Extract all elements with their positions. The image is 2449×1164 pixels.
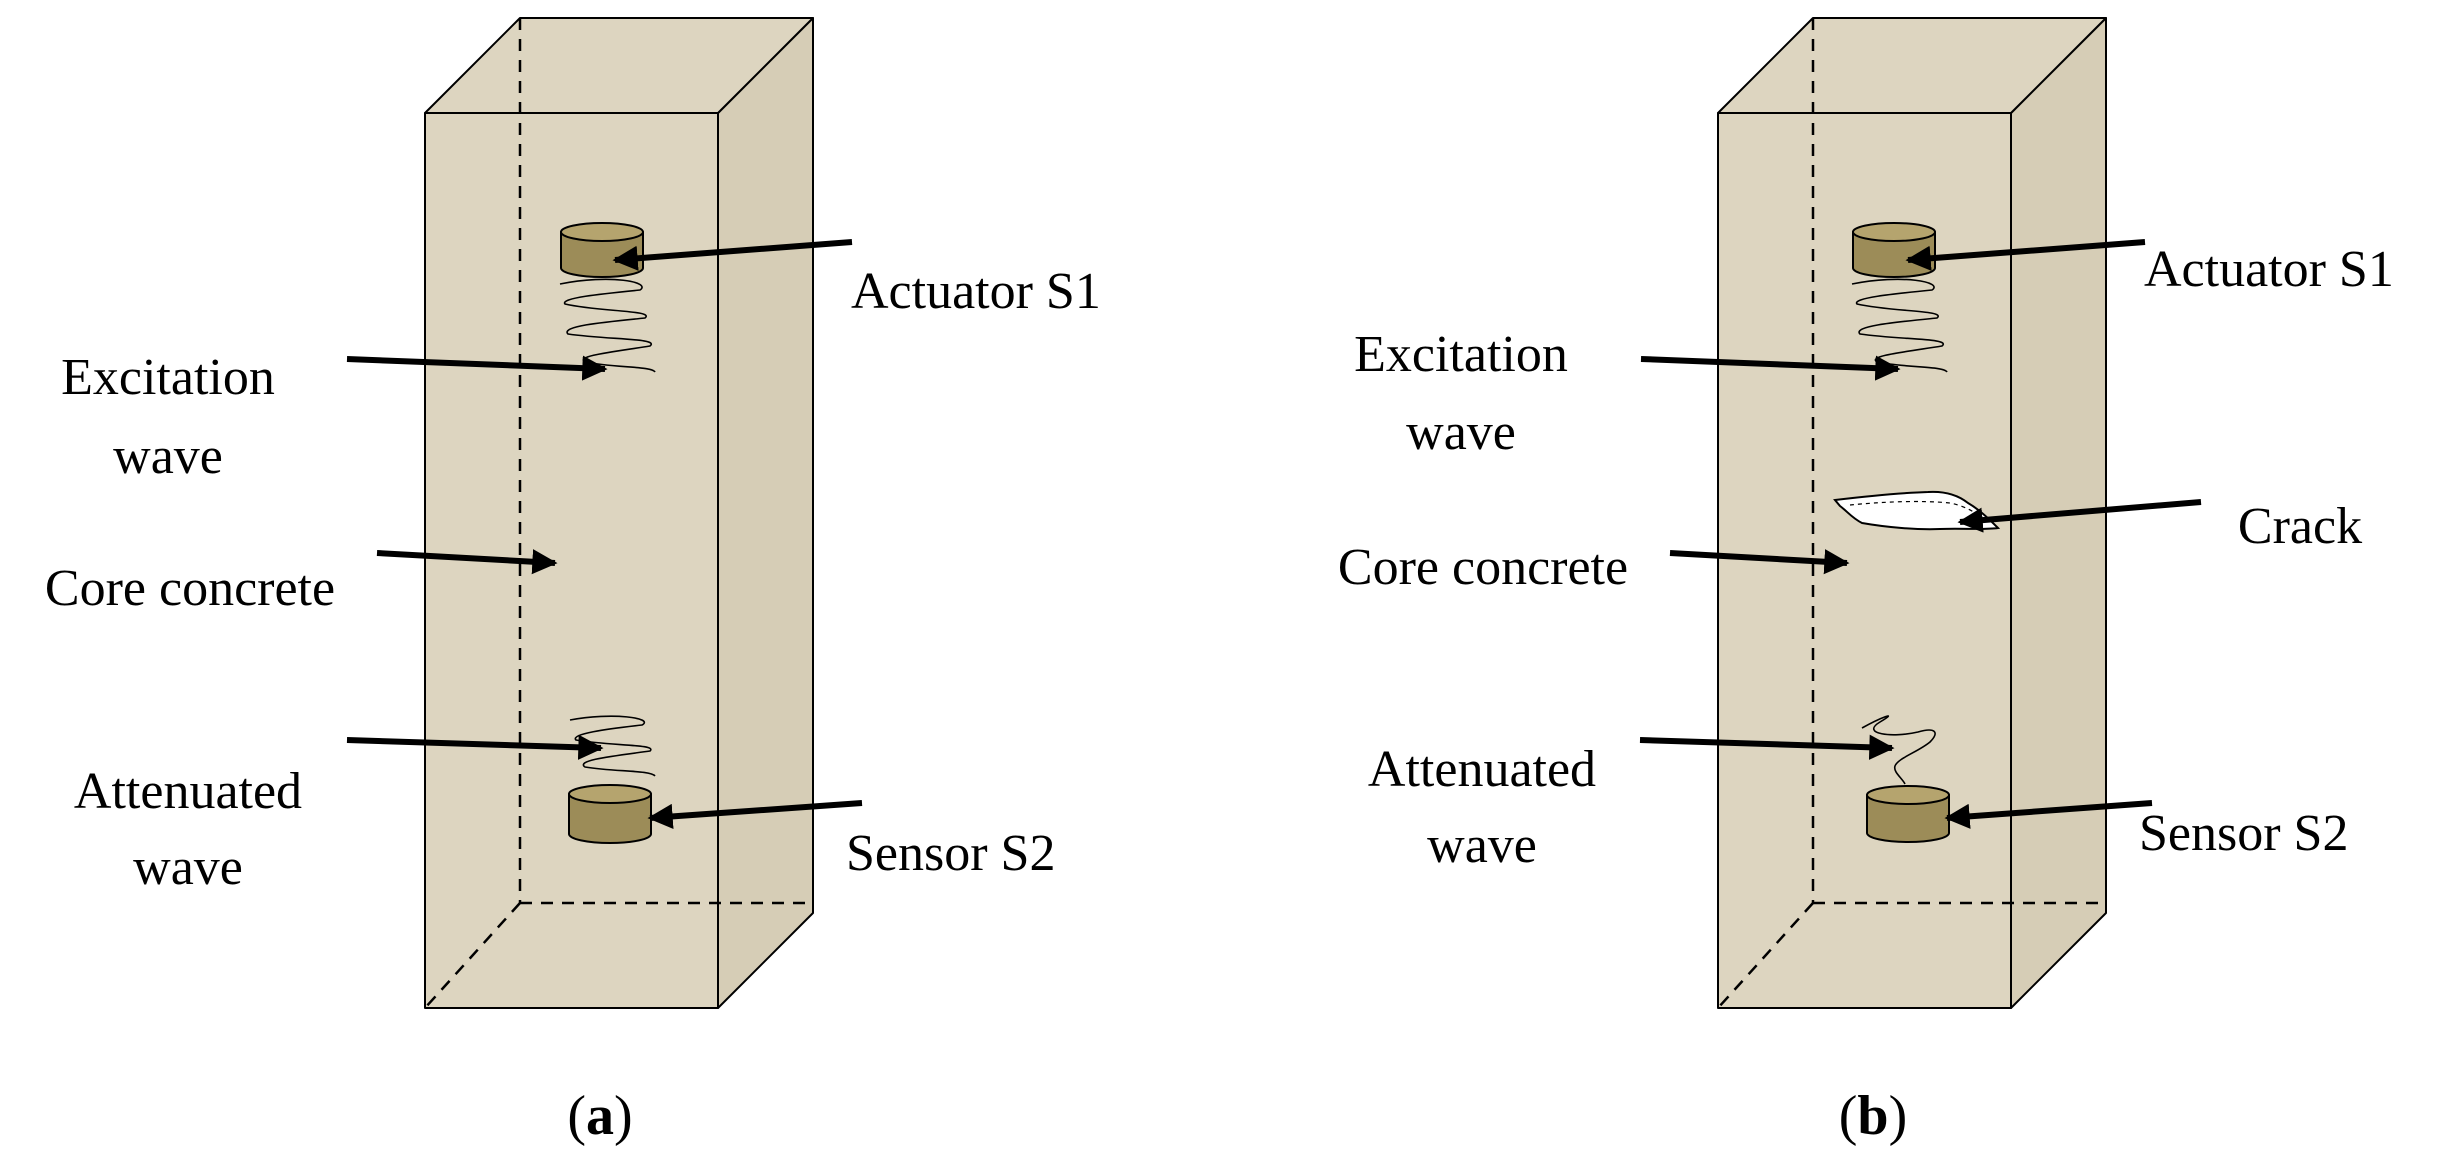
crack-label: Crack bbox=[2238, 498, 2362, 555]
excitation-arrow bbox=[346, 355, 608, 381]
excitation-label-line1: Excitation bbox=[1354, 326, 1568, 383]
hidden-bottom-edge-left bbox=[1717, 902, 1814, 1009]
sensor-disk-a bbox=[568, 784, 652, 844]
panel-a: Actuator S1 Excitation wave Core concret… bbox=[45, 17, 1101, 1147]
actuator-label: Actuator S1 bbox=[851, 263, 1101, 320]
core-arrow bbox=[1669, 549, 1850, 575]
excitation-arrow bbox=[1640, 355, 1901, 381]
crack-arrow bbox=[1957, 499, 2202, 533]
sensor-arrow bbox=[647, 800, 863, 829]
attenuated-arrow bbox=[346, 734, 604, 760]
sensor-label: Sensor S2 bbox=[2139, 805, 2348, 862]
attenuated-wave-icon bbox=[1861, 715, 1936, 785]
attenuated-arrow bbox=[1639, 734, 1895, 760]
actuator-arrow bbox=[612, 239, 853, 271]
panel-caption-a: (a) bbox=[567, 1085, 632, 1147]
core-arrow bbox=[376, 549, 558, 575]
panel-caption-b: (b) bbox=[1839, 1085, 1907, 1147]
sensor-disk-b bbox=[1866, 785, 1950, 843]
attenuated-wave-icon bbox=[569, 715, 656, 777]
core-concrete-label: Core concrete bbox=[45, 560, 335, 617]
attenuated-label-line2: wave bbox=[1427, 817, 1537, 874]
panel-b: Actuator S1 Excitation wave Crack Core c… bbox=[1338, 17, 2394, 1147]
concrete-column-a bbox=[424, 17, 814, 1009]
excitation-label-line2: wave bbox=[113, 428, 223, 485]
actuator-disk-a bbox=[560, 222, 644, 278]
column-top-face bbox=[424, 17, 814, 114]
actuator-disk-b bbox=[1852, 222, 1936, 278]
actuator-arrow bbox=[1905, 239, 2146, 271]
core-concrete-label: Core concrete bbox=[1338, 539, 1628, 596]
column-side-face bbox=[717, 17, 814, 1009]
excitation-label-line1: Excitation bbox=[61, 349, 275, 406]
excitation-label-line2: wave bbox=[1406, 404, 1516, 461]
crack-icon bbox=[1833, 490, 2001, 531]
sensor-label: Sensor S2 bbox=[846, 825, 1055, 882]
column-top-face bbox=[1717, 17, 2107, 114]
sensor-arrow bbox=[1944, 800, 2153, 829]
actuator-label: Actuator S1 bbox=[2144, 241, 2394, 298]
attenuated-label-line2: wave bbox=[133, 839, 243, 896]
attenuated-label-line1: Attenuated bbox=[1368, 741, 1596, 798]
attenuated-label-line1: Attenuated bbox=[74, 763, 302, 820]
hidden-bottom-edge-left bbox=[424, 902, 521, 1009]
